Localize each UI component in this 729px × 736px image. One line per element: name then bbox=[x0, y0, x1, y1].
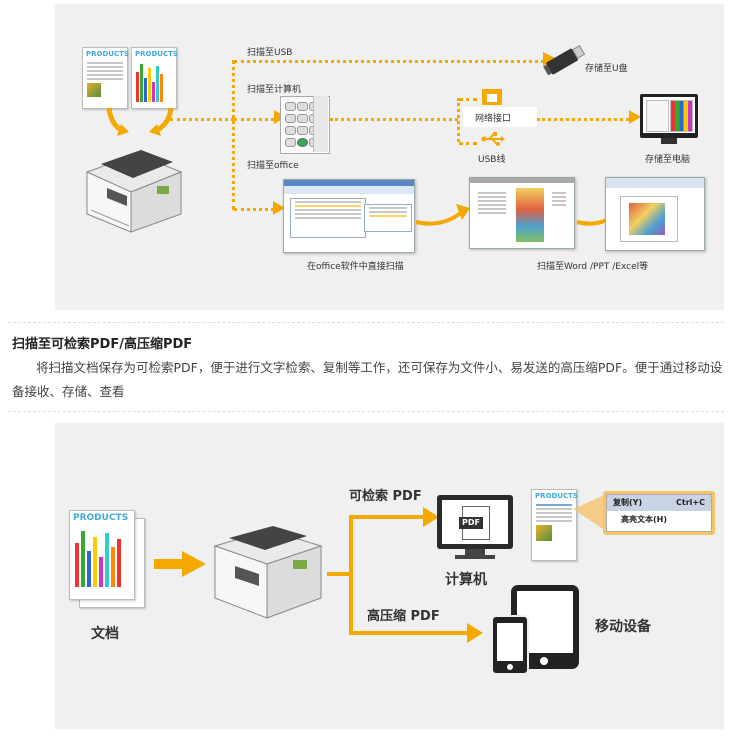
scan-workflow-diagram: PRODUCTS PRODUCTS 扫描至USB bbox=[55, 4, 724, 310]
store-pc-label: 存储至电脑 bbox=[645, 155, 691, 165]
computer-monitor-icon: PDF bbox=[437, 495, 513, 549]
monitor-stand bbox=[661, 138, 677, 144]
usb-cable-label: USB线 bbox=[478, 155, 506, 165]
pdf-workflow-diagram: PRODUCTS 文档 可检索 PDF 高压缩 PDF bbox=[55, 423, 724, 729]
menu-item-copy[interactable]: 复制(Y) Ctrl+C bbox=[607, 495, 711, 511]
document-title: PRODUCTS bbox=[73, 513, 129, 523]
pdf-document: PRODUCTS bbox=[531, 489, 578, 561]
product-document-1: PRODUCTS bbox=[82, 47, 129, 109]
menu-highlight-label: 高亮文本(H) bbox=[621, 515, 668, 524]
scan-computer-label: 扫描至计算机 bbox=[247, 85, 302, 95]
menu-copy-label: 复制(Y) bbox=[613, 498, 643, 507]
menu-item-highlight[interactable]: 高亮文本(H) bbox=[607, 511, 711, 529]
office-direct-label: 在office软件中直接扫描 bbox=[307, 262, 404, 272]
lower-line bbox=[349, 631, 469, 635]
computer-line-2 bbox=[330, 118, 458, 121]
usb-line bbox=[234, 60, 544, 63]
office-line bbox=[234, 208, 274, 211]
context-menu: 复制(Y) Ctrl+C 高亮文本(H) bbox=[603, 491, 715, 535]
product-document-2: PRODUCTS bbox=[131, 47, 178, 109]
divider-top bbox=[8, 322, 724, 323]
monitor-base bbox=[455, 555, 495, 559]
scan-usb-label: 扫描至USB bbox=[247, 48, 293, 58]
trunk-line bbox=[170, 118, 234, 121]
store-udisk-label: 存储至U盘 bbox=[585, 64, 628, 74]
monitor-icon bbox=[640, 94, 698, 138]
bar-graphic bbox=[136, 62, 172, 102]
scan-word-label: 扫描至Word /PPT /Excel等 bbox=[537, 262, 649, 272]
arrow-right-icon bbox=[154, 551, 206, 577]
pdf-icon-text: PDF bbox=[459, 517, 483, 529]
computer-split bbox=[457, 98, 460, 142]
document-title: PRODUCTS bbox=[135, 50, 178, 58]
document-title: PRODUCTS bbox=[86, 50, 129, 58]
split-vertical bbox=[349, 515, 353, 635]
ppt-screenshot bbox=[605, 177, 705, 251]
computer-label: 计算机 bbox=[445, 572, 487, 588]
usb-drive-icon bbox=[543, 44, 586, 76]
monitor-stand bbox=[465, 549, 485, 555]
network-line bbox=[459, 98, 477, 101]
printer-icon bbox=[85, 150, 183, 233]
control-panel-side bbox=[313, 96, 328, 152]
menu-copy-shortcut: Ctrl+C bbox=[676, 498, 705, 507]
document-image bbox=[87, 83, 101, 97]
arrow-right-icon bbox=[543, 52, 557, 66]
branch-vertical bbox=[232, 60, 235, 210]
feed-arrows bbox=[106, 107, 174, 136]
divider-bottom bbox=[8, 411, 724, 412]
word-screenshot bbox=[469, 177, 575, 249]
usb-cable-line bbox=[459, 142, 477, 145]
arrow-right-icon bbox=[629, 110, 641, 124]
office-scan-screenshot bbox=[283, 179, 415, 253]
printer-icon bbox=[213, 526, 323, 619]
usb-symbol-icon bbox=[481, 132, 505, 146]
network-port-label: 网络接口 bbox=[475, 114, 512, 124]
section-heading: 扫描至可检索PDF/高压缩PDF bbox=[12, 337, 193, 352]
network-port-icon bbox=[482, 89, 502, 105]
compressed-pdf-label: 高压缩 PDF bbox=[367, 609, 440, 624]
upper-line bbox=[349, 515, 425, 519]
computer-line-1 bbox=[234, 118, 274, 121]
document-image bbox=[536, 525, 552, 541]
bar-graphic bbox=[75, 527, 129, 587]
scan-office-label: 扫描至office bbox=[247, 161, 299, 171]
arrow-right-icon bbox=[273, 201, 285, 215]
document-label: 文档 bbox=[91, 626, 119, 642]
callout-pointer bbox=[573, 493, 609, 533]
searchable-pdf-label: 可检索 PDF bbox=[349, 489, 422, 504]
split-line bbox=[327, 572, 351, 576]
arrow-right-icon bbox=[423, 507, 439, 527]
mobile-label: 移动设备 bbox=[595, 619, 651, 635]
product-document-front: PRODUCTS bbox=[69, 510, 135, 600]
phone-icon bbox=[491, 615, 529, 675]
document-title: PRODUCTS bbox=[535, 492, 578, 500]
curved-arrow-icon bbox=[415, 204, 470, 226]
section-paragraph: 将扫描文档保存为可检索PDF，便于进行文字检索、复制等工作，还可保存为文件小、易… bbox=[12, 360, 723, 399]
arrow-right-icon bbox=[467, 623, 483, 643]
computer-line-3 bbox=[537, 118, 629, 121]
network-port-box bbox=[463, 107, 537, 127]
